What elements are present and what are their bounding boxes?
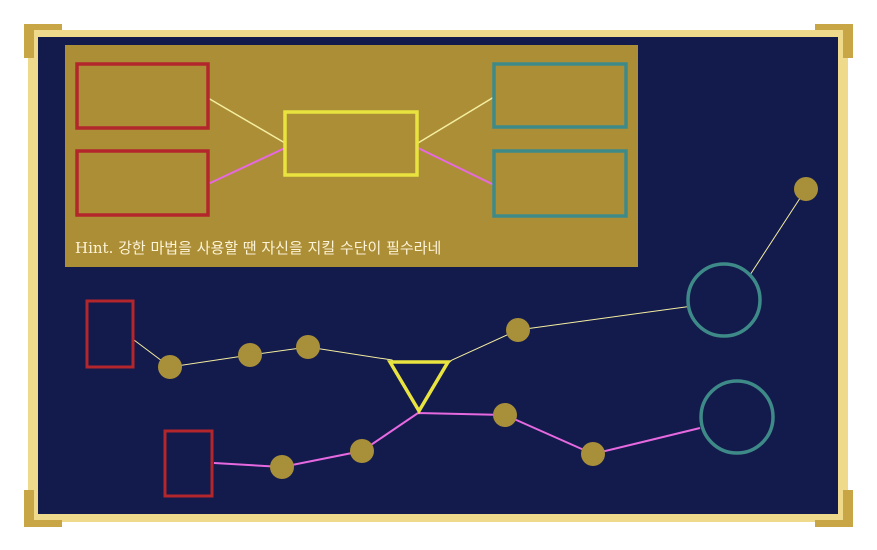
path-dot[interactable]	[581, 442, 605, 466]
legend-teal-box-bottom	[492, 149, 628, 218]
path-dot[interactable]	[350, 439, 374, 463]
frame-corner-top-right	[815, 24, 853, 58]
path-dot[interactable]	[270, 455, 294, 479]
legend-line-pink	[207, 147, 286, 185]
yellow-triangle-junction[interactable]	[386, 360, 452, 415]
legend-line-pale-right	[417, 96, 495, 144]
legend-yellow-box-center	[283, 110, 419, 177]
start-red-box-lower[interactable]	[163, 429, 214, 498]
path-dot[interactable]	[506, 318, 530, 342]
legend-red-box-bottom	[75, 149, 210, 217]
path-dot[interactable]	[493, 403, 517, 427]
start-red-box-upper[interactable]	[85, 299, 135, 369]
upper-branch-line	[749, 188, 807, 276]
path-dot[interactable]	[158, 355, 182, 379]
legend-teal-box-top	[492, 62, 628, 129]
path-dot[interactable]	[296, 335, 320, 359]
path-dot[interactable]	[238, 343, 262, 367]
frame-corner-bottom-right	[815, 490, 853, 527]
frame-corner-top-left	[24, 24, 62, 58]
end-teal-circle-lower[interactable]	[699, 379, 775, 455]
frame-corner-bottom-left	[24, 490, 62, 527]
end-teal-circle-upper[interactable]	[686, 262, 762, 338]
legend-line-pale	[207, 97, 286, 144]
hint-panel	[65, 45, 638, 267]
path-dot[interactable]	[794, 177, 818, 201]
upper-path-line	[133, 304, 701, 391]
legend-line-pink-right	[417, 147, 495, 186]
hint-text: Hint. 강한 마법을 사용할 땐 자신을 지킬 수단이 필수라네	[75, 239, 442, 257]
legend-red-box-top	[75, 62, 210, 130]
